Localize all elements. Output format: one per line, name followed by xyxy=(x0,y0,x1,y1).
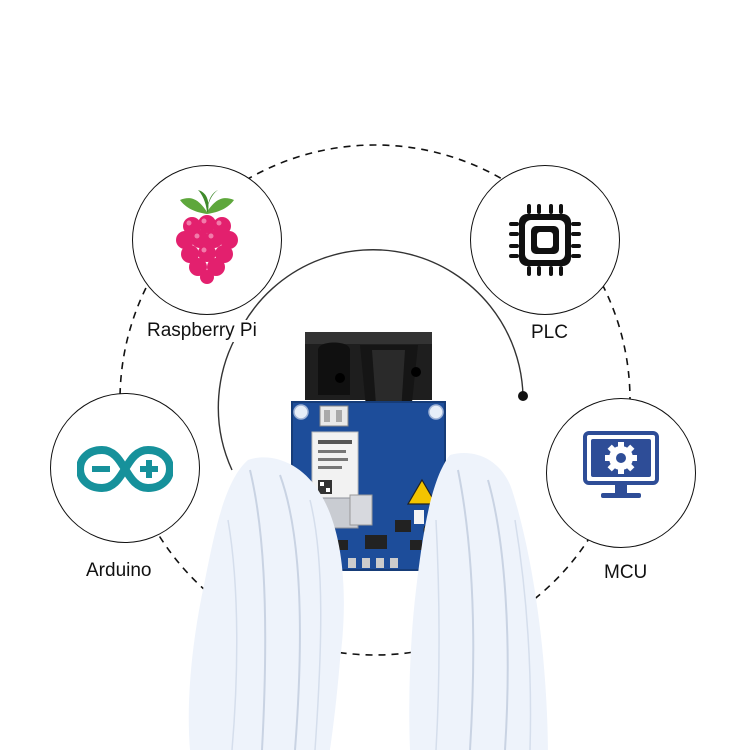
chip-icon xyxy=(509,204,581,276)
raspberry-pi-node xyxy=(132,165,282,315)
inner-solid-arc xyxy=(242,249,524,397)
mcu-label: MCU xyxy=(602,562,650,584)
arduino-icon xyxy=(77,445,173,493)
arc-dot-right xyxy=(518,391,528,401)
monitor-gear-icon xyxy=(583,431,659,498)
raspberry-pi-label: Raspberry Pi xyxy=(145,320,259,342)
raspberry-pi-icon xyxy=(176,190,238,284)
inner-solid-arc-left xyxy=(217,324,244,471)
mcu-node xyxy=(546,398,696,548)
arduino-label: Arduino xyxy=(84,560,154,582)
gloved-hands xyxy=(188,453,548,750)
arduino-node xyxy=(50,393,200,543)
plc-node xyxy=(470,165,620,315)
plc-label: PLC xyxy=(529,322,570,344)
